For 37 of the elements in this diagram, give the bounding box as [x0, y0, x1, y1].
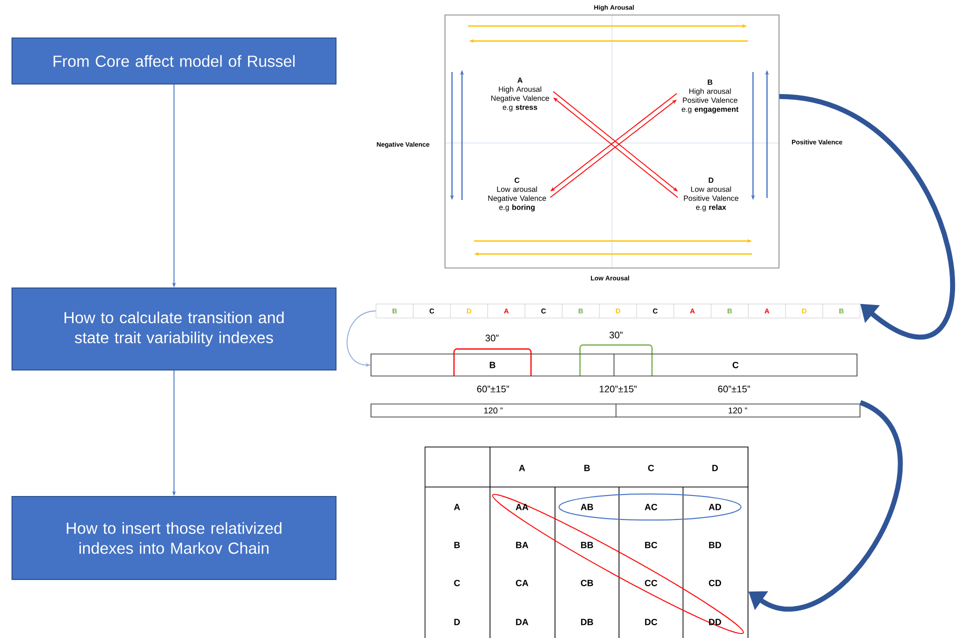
table-cell: CC	[644, 580, 658, 586]
table-cell: AC	[644, 504, 658, 510]
table-cell: AB	[580, 504, 594, 510]
table-cell: B	[454, 542, 460, 548]
table-cell: A	[454, 504, 460, 510]
duration-label: 30”	[486, 334, 499, 342]
table-cell: CB	[580, 580, 594, 586]
table-cell: C	[648, 464, 654, 472]
table-cell: D	[454, 618, 460, 626]
table-cell: CA	[516, 580, 528, 586]
step-box: From Core affect model of Russel	[12, 38, 336, 84]
table-cell: B	[584, 464, 590, 472]
table-cell: C	[454, 580, 460, 586]
timeline-bar: B C	[370, 354, 858, 376]
duration-bar: 120 ” 120 ”	[370, 404, 860, 418]
table-cell: DB	[581, 618, 594, 626]
table-cell: BB	[581, 542, 594, 548]
table-cell: DC	[645, 618, 658, 626]
duration-label: 60”±15”	[477, 386, 509, 392]
curved-arrow	[779, 94, 955, 340]
duration-label: 120”±15”	[600, 386, 637, 392]
table-cell: AA	[516, 504, 528, 510]
table-cell: AD	[708, 504, 722, 510]
table-cell: A	[518, 464, 526, 472]
duration-label: 30”	[610, 332, 623, 338]
table-cell: D	[712, 464, 718, 472]
table-cell: BD	[709, 542, 722, 548]
table-cell: BC	[645, 542, 658, 548]
table-cell: CD	[708, 580, 722, 586]
step-box: How to calculate transition and state trait variability indexes	[12, 288, 336, 370]
duration-label: 60”±15”	[718, 386, 750, 392]
table-cell: DA	[516, 618, 528, 626]
transition-table	[424, 446, 748, 638]
table-cell: DD	[709, 618, 722, 626]
quadrant-frame	[444, 14, 780, 268]
table-cell: BA	[516, 542, 528, 548]
step-box: How to insert those relativized indexes into Markov Chain	[12, 496, 336, 580]
